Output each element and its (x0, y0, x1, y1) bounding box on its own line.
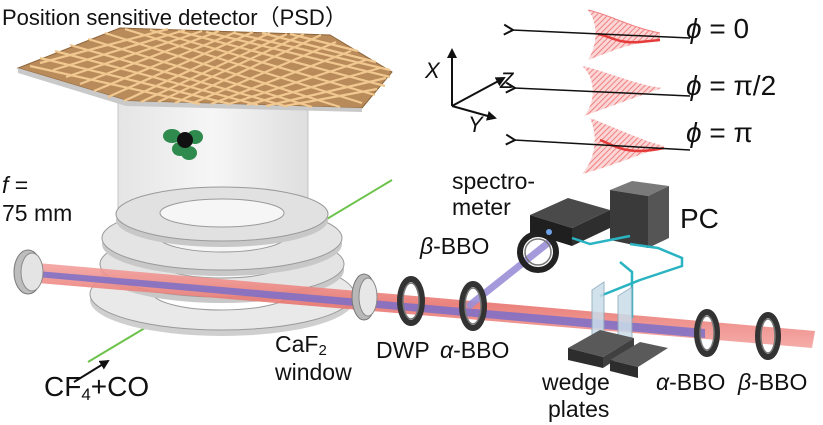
pulse-label-pi: ϕ = π (686, 117, 753, 148)
pulse-phi-pi (514, 118, 691, 174)
wedge-plates-label-1: wedge (541, 369, 610, 395)
pulse-phi-pi2 (514, 66, 691, 116)
gas-label: CF4+CO (44, 371, 149, 404)
pulse-label-pi2: ϕ = π/2 (686, 70, 776, 101)
beta-bbo-right-crystal (755, 312, 781, 360)
beta-bbo-top-label: β-BBO (419, 233, 489, 259)
molecule-icon (163, 129, 203, 160)
focusing-mirror (13, 249, 44, 295)
alpha-bbo-right-label: α-BBO (656, 369, 725, 395)
caf2-window (351, 273, 378, 321)
caf2-label: CaF2 (275, 331, 327, 359)
z-axis-label: Z (499, 68, 515, 93)
alpha-bbo-right-crystal (694, 309, 720, 357)
pulse-label-0: ϕ = 0 (686, 13, 749, 44)
dwp-plate (397, 276, 425, 326)
alpha-bbo-mid-crystal (459, 281, 487, 331)
focal-length-line2: 75 mm (2, 200, 72, 226)
y-axis-label: Y (468, 112, 484, 137)
pc-label: PC (680, 203, 719, 234)
pulse-phi-0 (512, 9, 691, 60)
spectrometer-label-2: meter (452, 194, 511, 220)
y-axis-arrow (451, 105, 497, 121)
x-axis-label: X (424, 58, 441, 83)
wedge-plates (568, 281, 668, 378)
gas-inlet-arrow (73, 359, 110, 383)
focal-length-line1: f = (2, 172, 28, 198)
detector-wire-grid (29, 27, 391, 109)
dwp-label: DWP (376, 337, 430, 363)
psd-title: Position sensitive detector（PSD） (2, 5, 347, 30)
pc-box (610, 181, 669, 248)
z-axis-arrow (451, 77, 506, 107)
wedge-plates-label-2: plates (548, 396, 609, 422)
beta-bbo-right-label: β-BBO (737, 369, 807, 395)
psd-detector (16, 27, 393, 222)
spectrometer-box (530, 198, 610, 246)
electrode-stack (89, 186, 355, 336)
window-label: window (274, 359, 352, 385)
alpha-bbo-mid-label: α-BBO (440, 337, 509, 363)
electrode-ring-1 (115, 186, 329, 247)
coordinate-axes (447, 48, 506, 121)
spectrometer-label-1: spectro- (452, 168, 535, 194)
